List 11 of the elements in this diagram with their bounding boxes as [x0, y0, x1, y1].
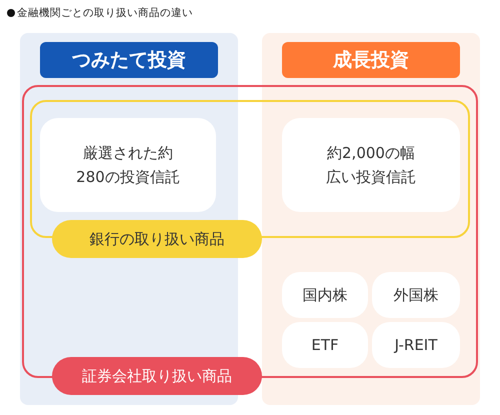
heading-badge: つみたて投資: [40, 42, 218, 78]
product-card: 国内株: [282, 272, 368, 318]
product-card: J-REIT: [372, 322, 460, 368]
product-card: 約2,000の幅広い投資信託: [282, 118, 460, 212]
title-text: 金融機関ごとの取り扱い商品の違い: [17, 6, 193, 20]
group-label: 銀行の取り扱い商品: [52, 220, 262, 258]
product-card: 厳選された約280の投資信託: [40, 118, 216, 212]
group-label: 証券会社取り扱い商品: [52, 357, 262, 395]
heading-badge: 成長投資: [282, 42, 460, 78]
product-card: ETF: [282, 322, 368, 368]
product-card: 外国株: [372, 272, 460, 318]
